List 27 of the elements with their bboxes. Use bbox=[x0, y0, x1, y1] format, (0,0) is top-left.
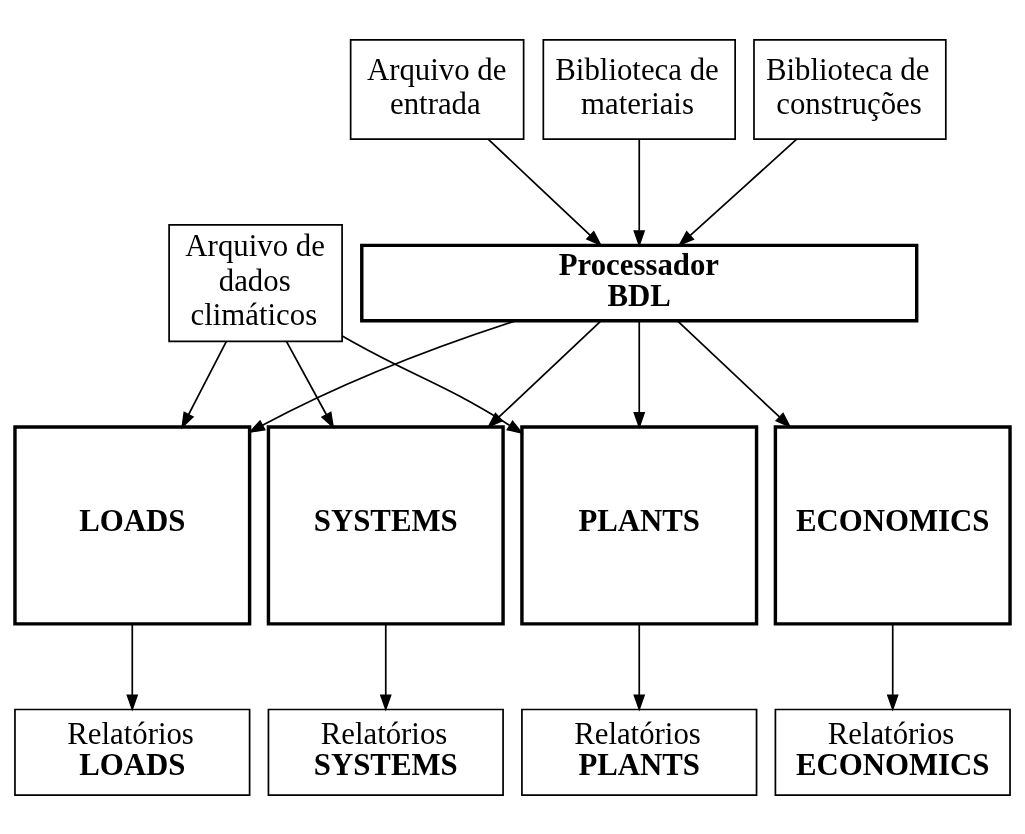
node-box: Biblioteca de construções bbox=[753, 38, 947, 140]
arrow bbox=[676, 319, 792, 428]
node-box: Relatórios LOADS bbox=[14, 708, 251, 796]
arrow bbox=[486, 319, 602, 428]
arrow bbox=[379, 623, 392, 712]
node-box: SYSTEMS bbox=[266, 424, 505, 626]
arrow bbox=[677, 137, 798, 247]
arrow bbox=[181, 340, 228, 429]
arrow bbox=[248, 319, 517, 433]
node-box: Relatórios PLANTS bbox=[521, 708, 758, 796]
arrow bbox=[633, 137, 646, 247]
node-box: Relatórios SYSTEMS bbox=[267, 708, 504, 796]
node-box: ECONOMICS bbox=[773, 424, 1012, 626]
node-box: Arquivo de entrada bbox=[349, 38, 525, 140]
arrow bbox=[886, 623, 899, 712]
node-box: Biblioteca de materiais bbox=[542, 38, 736, 140]
arrow bbox=[126, 623, 139, 712]
arrow bbox=[633, 623, 646, 712]
arrow bbox=[487, 137, 603, 247]
arrow bbox=[341, 334, 524, 434]
node-box: LOADS bbox=[13, 424, 252, 626]
node-box: Relatórios ECONOMICS bbox=[774, 708, 1011, 796]
node-box: PLANTS bbox=[520, 424, 759, 626]
node-box: Arquivo de dados climáticos bbox=[168, 223, 343, 342]
node-box: Processador BDL bbox=[360, 243, 919, 322]
arrow bbox=[633, 319, 646, 429]
arrow bbox=[285, 340, 335, 429]
